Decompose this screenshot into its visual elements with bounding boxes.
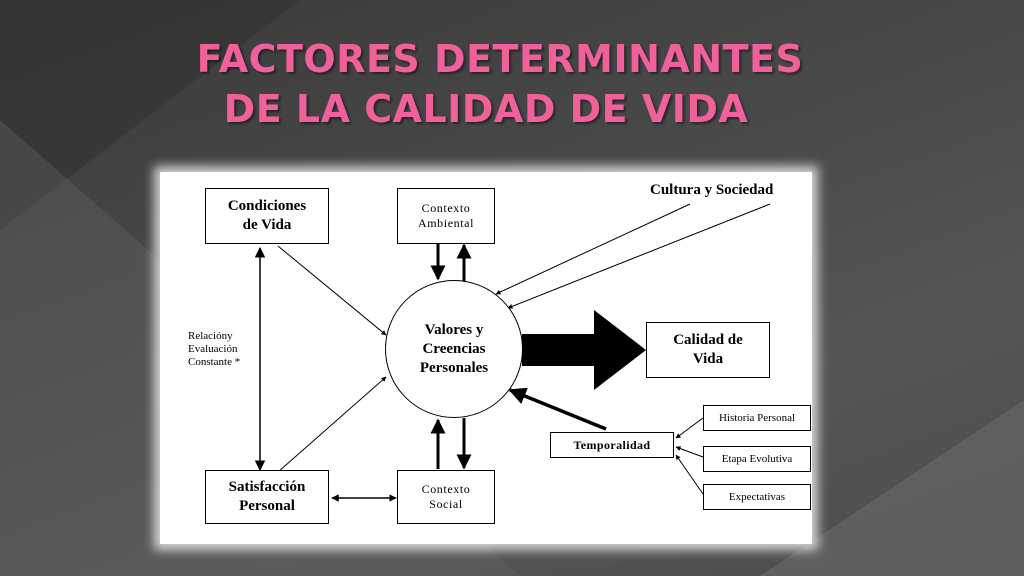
condiciones-to-valores-arrow bbox=[277, 245, 387, 336]
temporalidad-to-valores-arrow bbox=[508, 387, 607, 431]
slide-title: FACTORES DETERMINANTES DE LA CALIDAD DE … bbox=[0, 34, 1000, 134]
calidad-de-vida-box: Calidad de Vida bbox=[646, 322, 770, 378]
cultura-sociedad-label: Cultura y Sociedad bbox=[650, 182, 774, 198]
diagram-connectors bbox=[254, 203, 771, 502]
temporalidad-box: Temporalidad bbox=[550, 432, 674, 458]
valores-creencias-circle: Valores y Creencias Personales bbox=[385, 280, 523, 418]
title-line-1: FACTORES DETERMINANTES bbox=[196, 37, 804, 81]
historia-arrow bbox=[675, 417, 704, 439]
satisfaccion-personal-box: Satisfacción Personal bbox=[205, 470, 329, 524]
satisfaccion-to-valores-arrow bbox=[277, 376, 387, 473]
expectativas-box: Expectativas bbox=[703, 484, 811, 510]
expectativas-arrow bbox=[675, 454, 704, 495]
etapa-arrow bbox=[675, 446, 704, 458]
contexto-social-box: Contexto Social bbox=[397, 470, 495, 524]
etapa-evolutiva-box: Etapa Evolutiva bbox=[703, 446, 811, 472]
condiciones-de-vida-box: Condiciones de Vida bbox=[205, 188, 329, 244]
big-arrow bbox=[522, 310, 646, 390]
relacion-evaluacion-label: Relacióny Evaluación Constante * bbox=[188, 330, 241, 368]
cultura-arrow-1 bbox=[495, 203, 691, 295]
contexto-ambiental-box: Contexto Ambiental bbox=[397, 188, 495, 244]
title-line-2: DE LA CALIDAD DE VIDA bbox=[223, 87, 749, 131]
diagram-panel: Condiciones de Vida Contexto Ambiental C… bbox=[160, 172, 812, 544]
historia-personal-box: Historia Personal bbox=[703, 405, 811, 431]
cultura-arrow-2 bbox=[507, 203, 771, 309]
